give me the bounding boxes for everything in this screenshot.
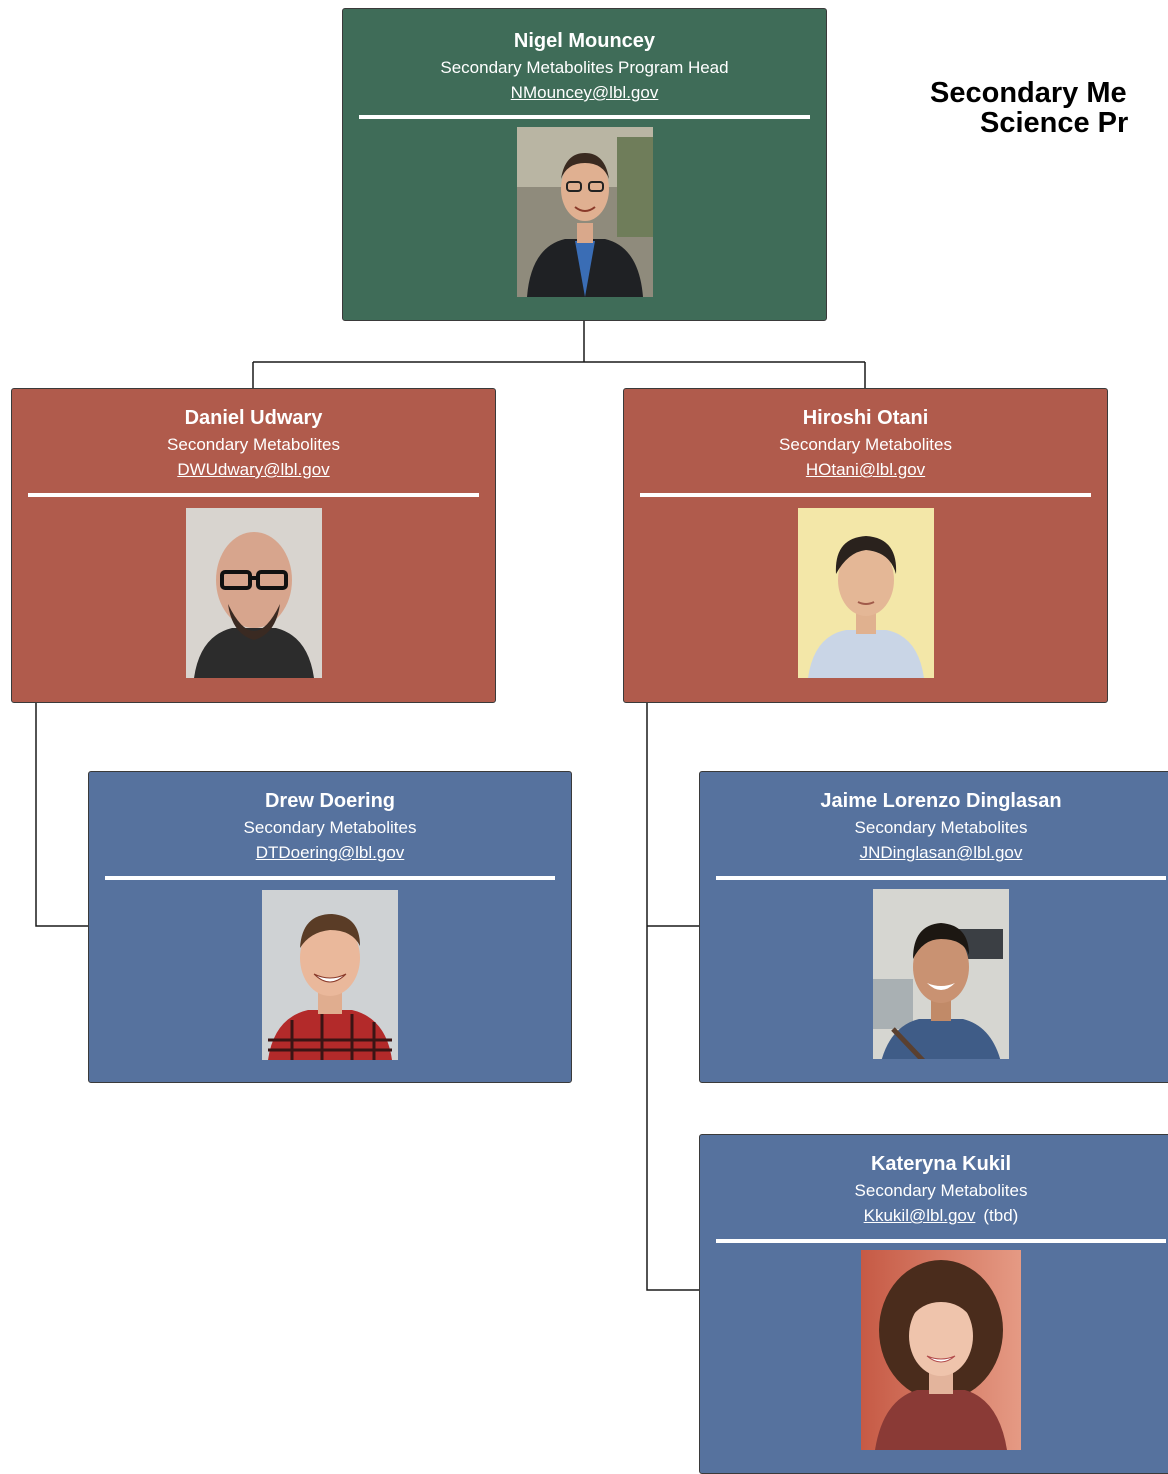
person-role: Secondary Metabolites [243, 818, 417, 837]
card-hiroshi-otani: Hiroshi Otani Secondary Metabolites HOta… [623, 388, 1108, 703]
card-nigel-mouncey: Nigel Mouncey Secondary Metabolites Prog… [342, 8, 827, 321]
card-daniel-udwary: Daniel Udwary Secondary Metabolites DWUd… [11, 388, 496, 703]
person-photo [861, 1250, 1021, 1450]
person-email-link[interactable]: DTDoering@lbl.gov [255, 843, 405, 862]
connector-nigel-to-managers [252, 320, 866, 388]
card-divider [359, 115, 810, 119]
email-note: (tbd) [983, 1206, 1019, 1225]
person-role: Secondary Metabolites [854, 1181, 1028, 1200]
person-email-link[interactable]: NMouncey@lbl.gov [510, 83, 659, 102]
person-photo [185, 508, 322, 678]
card-divider [640, 493, 1091, 497]
person-photo [516, 127, 653, 297]
connector-lines [35, 320, 866, 1291]
person-role: Secondary Metabolites [167, 435, 340, 454]
title-line-1: Secondary Me [930, 77, 1127, 109]
person-name: Nigel Mouncey [513, 30, 656, 52]
person-email-link[interactable]: HOtani@lbl.gov [805, 460, 926, 479]
person-role: Secondary Metabolites [779, 435, 952, 454]
person-photo [797, 508, 934, 678]
person-name: Daniel Udwary [184, 407, 323, 429]
person-email-link[interactable]: JNDinglasan@lbl.gov [859, 843, 1023, 862]
person-photo [873, 889, 1009, 1059]
title-line-2: Science Pr [980, 107, 1129, 139]
person-name: Kateryna Kukil [870, 1153, 1012, 1175]
person-name: Jaime Lorenzo Dinglasan [820, 790, 1062, 812]
org-chart-title: Secondary Me Science Pr [930, 78, 1168, 138]
person-email-link[interactable]: DWUdwary@lbl.gov [177, 460, 330, 479]
card-divider [716, 876, 1166, 880]
card-divider [716, 1239, 1166, 1243]
person-photo [262, 890, 398, 1060]
card-kateryna-kukil: Kateryna Kukil Secondary Metabolites Kku… [699, 1134, 1168, 1474]
card-drew-doering: Drew Doering Secondary Metabolites DTDoe… [88, 771, 572, 1083]
connector-hiroshi-to-reports [646, 702, 699, 1291]
person-email-link[interactable]: Kkukil@lbl.gov [863, 1206, 976, 1225]
person-role: Secondary Metabolites [854, 818, 1028, 837]
card-divider [28, 493, 479, 497]
person-name: Hiroshi Otani [802, 407, 929, 429]
card-jaime-dinglasan: Jaime Lorenzo Dinglasan Secondary Metabo… [699, 771, 1168, 1083]
person-name: Drew Doering [264, 790, 396, 812]
connector-daniel-to-drew [35, 702, 88, 927]
card-divider [105, 876, 555, 880]
person-role: Secondary Metabolites Program Head [440, 58, 729, 77]
